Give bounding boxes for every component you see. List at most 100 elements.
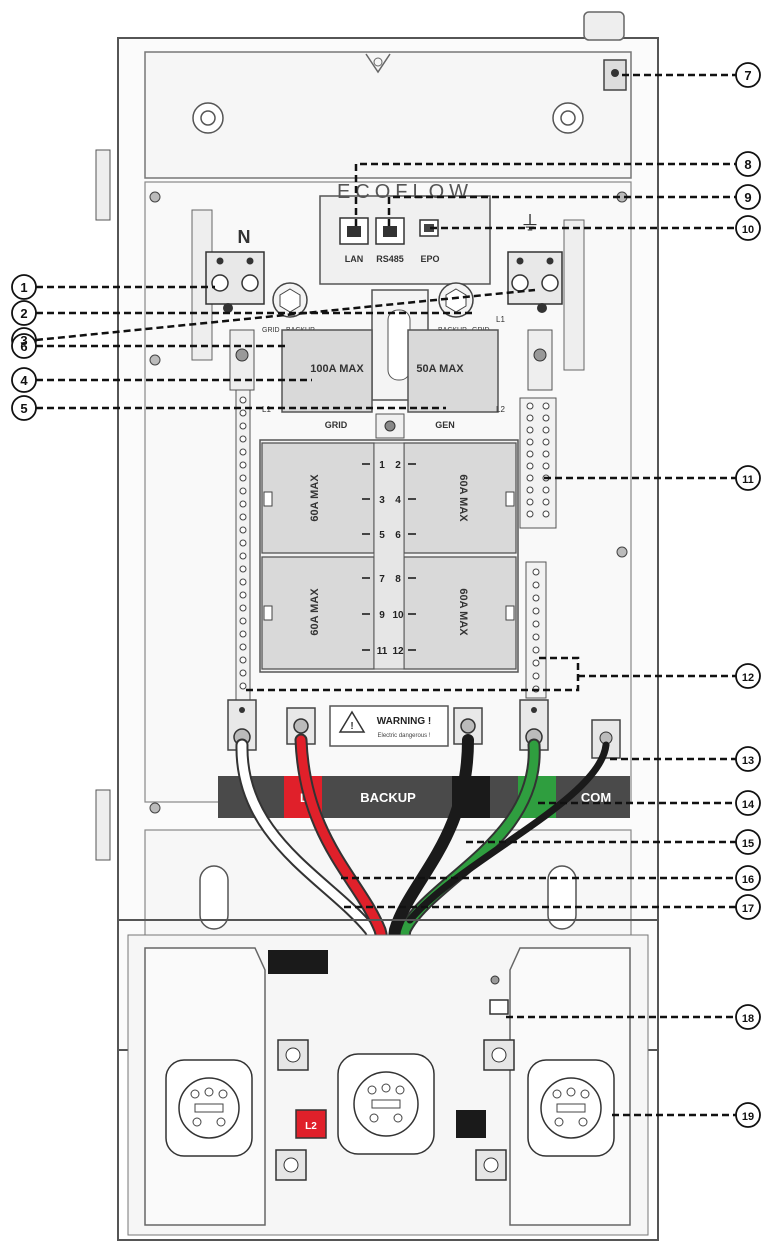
terminal-hole bbox=[578, 1117, 588, 1127]
main-breaker-gen-rating: 50A MAX bbox=[416, 363, 464, 375]
callout-badges bbox=[11, 62, 761, 1128]
terminal-hole bbox=[239, 513, 247, 521]
lower-connector-module: L2 bbox=[117, 919, 659, 1241]
main-breaker-grid[interactable]: 100A MAX bbox=[281, 329, 373, 413]
main-breaker-grid-rating: 100A MAX bbox=[310, 363, 364, 375]
connector-pin-row bbox=[194, 1103, 224, 1113]
rs485-label: RS485 bbox=[376, 254, 404, 264]
terminal-hole bbox=[204, 1087, 214, 1097]
terminal-hole bbox=[542, 450, 550, 458]
terminal-hole bbox=[239, 682, 247, 690]
warning-title: WARNING ! bbox=[377, 716, 431, 727]
terminal-hole bbox=[239, 617, 247, 625]
terminal-hole bbox=[526, 426, 534, 434]
terminal-hole bbox=[526, 438, 534, 446]
terminal-hole bbox=[532, 659, 540, 667]
circuit-number: 12 bbox=[392, 646, 404, 657]
neutral-label: N bbox=[238, 227, 251, 247]
main-breaker-gen[interactable]: 50A MAX bbox=[407, 329, 499, 413]
terminal-hole bbox=[532, 646, 540, 654]
terminal-hole bbox=[526, 402, 534, 410]
terminal-hole bbox=[367, 1085, 377, 1095]
bus-l2-bottom-label: L2 bbox=[496, 405, 505, 414]
terminal-hole bbox=[218, 1089, 228, 1099]
callout-numbers: 1 2 3 4 5 6 7 8 9 10 11 12 13 14 15 16 1… bbox=[20, 68, 755, 1123]
circuit-breaker-bottom-left-rating: 60A MAX bbox=[309, 588, 321, 636]
circuit-number: 5 bbox=[379, 530, 385, 541]
terminal-hole bbox=[239, 448, 247, 456]
red-wire-l2-tag: L2 bbox=[305, 1121, 317, 1132]
circuit-number: 6 bbox=[395, 530, 401, 541]
terminal-hole bbox=[239, 500, 247, 508]
callout-19: 19 bbox=[742, 1111, 754, 1123]
circuit-number: 8 bbox=[395, 574, 401, 585]
callout-11: 11 bbox=[742, 474, 754, 486]
callout-leader-lines bbox=[35, 73, 736, 1117]
circuit-number: 10 bbox=[392, 610, 404, 621]
terminal-hole bbox=[395, 1085, 405, 1095]
terminal-hole bbox=[532, 607, 540, 615]
terminal-hole bbox=[526, 510, 534, 518]
ground-terminal-block: ⏚ bbox=[507, 213, 585, 371]
strip-backup-label: BACKUP bbox=[360, 790, 416, 805]
terminal-hole bbox=[542, 402, 550, 410]
callout-3: 3 bbox=[20, 333, 27, 348]
circuit-number: 4 bbox=[395, 495, 401, 506]
terminal-hole bbox=[239, 552, 247, 560]
bus-grid-bottom-label: GRID bbox=[325, 420, 348, 430]
terminal-hole bbox=[239, 461, 247, 469]
terminal-hole bbox=[532, 581, 540, 589]
terminal-hole bbox=[239, 630, 247, 638]
terminal-hole bbox=[542, 498, 550, 506]
terminal-hole bbox=[566, 1087, 576, 1097]
terminal-hole bbox=[526, 414, 534, 422]
callout-1: 1 bbox=[20, 280, 27, 295]
circuit-breaker-bottom-left[interactable] bbox=[261, 556, 375, 670]
circuit-number: 2 bbox=[395, 460, 401, 471]
circuit-breaker-top-right-rating: 60A MAX bbox=[457, 474, 469, 522]
terminal-hole bbox=[239, 487, 247, 495]
terminal-hole bbox=[239, 578, 247, 586]
circuit-breaker-top-left[interactable] bbox=[261, 442, 375, 554]
callout-18: 18 bbox=[742, 1013, 754, 1025]
terminal-hole bbox=[239, 604, 247, 612]
callout-8: 8 bbox=[744, 157, 751, 172]
terminal-hole bbox=[239, 591, 247, 599]
callout-5: 5 bbox=[20, 401, 27, 416]
bus-l1-top-label: L1 bbox=[496, 315, 505, 324]
terminal-hole bbox=[239, 643, 247, 651]
callout-10: 10 bbox=[742, 224, 754, 236]
right-terminal-strip bbox=[519, 329, 557, 699]
terminal-hole bbox=[554, 1117, 564, 1127]
callout-16: 16 bbox=[742, 874, 754, 886]
circuit-breaker-top-left-rating: 60A MAX bbox=[309, 474, 321, 522]
terminal-hole bbox=[192, 1117, 202, 1127]
terminal-hole bbox=[542, 510, 550, 518]
bus-l1-bottom-label: L1 bbox=[262, 405, 271, 414]
terminal-hole bbox=[542, 462, 550, 470]
callout-14: 14 bbox=[742, 799, 755, 811]
terminal-hole bbox=[526, 486, 534, 494]
circuit-breaker-top-right[interactable] bbox=[403, 442, 517, 554]
terminal-hole bbox=[552, 1089, 562, 1099]
terminal-hole bbox=[190, 1089, 200, 1099]
terminal-hole bbox=[526, 450, 534, 458]
callout-12: 12 bbox=[742, 672, 754, 684]
brand-logo: ECOFLOW bbox=[337, 181, 473, 203]
callout-2: 2 bbox=[20, 306, 27, 321]
lan-label: LAN bbox=[345, 254, 364, 264]
connector-pin-row bbox=[556, 1103, 586, 1113]
circuit-number: 3 bbox=[379, 495, 385, 506]
terminal-hole bbox=[381, 1083, 391, 1093]
callout-6: 6 bbox=[20, 339, 27, 354]
warning-label: ! WARNING ! Electric dangerous ! bbox=[329, 705, 449, 747]
terminal-hole bbox=[239, 526, 247, 534]
svg-text:!: ! bbox=[350, 721, 353, 732]
terminal-hole bbox=[239, 656, 247, 664]
terminal-hole bbox=[542, 426, 550, 434]
circuit-breaker-bottom-right[interactable] bbox=[403, 556, 517, 670]
terminal-hole bbox=[532, 620, 540, 628]
circuit-number: 7 bbox=[379, 574, 385, 585]
terminal-hole bbox=[532, 633, 540, 641]
